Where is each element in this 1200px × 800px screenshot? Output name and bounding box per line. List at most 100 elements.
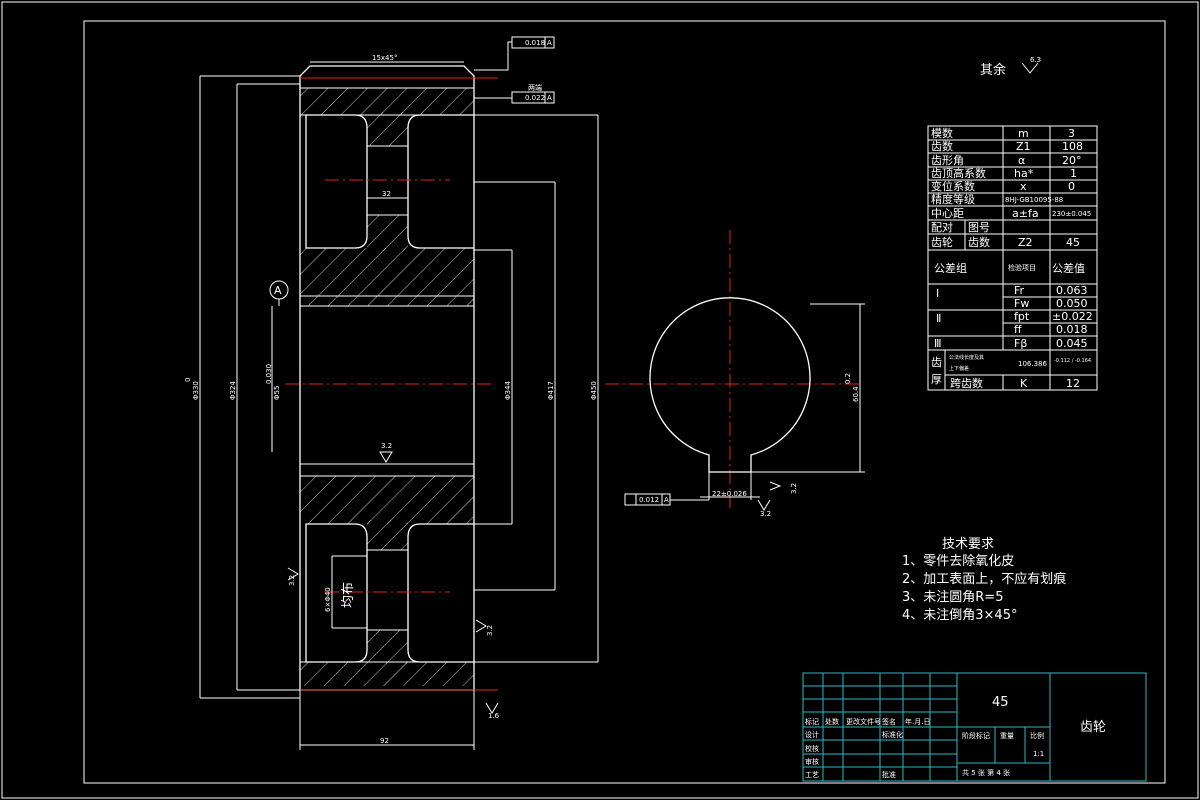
hub-view (605, 230, 865, 511)
param-sym-1: Z1 (1016, 140, 1031, 153)
roughness-bore: 3.2 (381, 442, 392, 450)
title-block: 45 齿轮 标记 处数 更改文件号 签名 年.月.日 设计 标准化 校核 审核 … (805, 695, 1106, 779)
keyway-tol: 0.012 (639, 496, 659, 504)
check-item-label: 检验项目 (1008, 263, 1036, 272)
tech-item-3: 3、未注圆角R=5 (902, 590, 1003, 605)
tol-second: 0.022 (525, 94, 545, 102)
tech-item-4: 4、未注倒角3×45° (902, 608, 1017, 623)
dim-d344: Φ344 (504, 381, 512, 400)
param-name-2: 齿形角 (931, 154, 964, 167)
roughness-other-label: 其余 (980, 62, 1006, 78)
dim-d450: Φ450 (590, 381, 598, 400)
param-name-6: 中心距 (931, 207, 964, 220)
param-val-2: 20° (1062, 154, 1082, 167)
material: 45 (992, 695, 1009, 710)
tb-marks: 标记 (805, 717, 819, 726)
group-1-val-2: 0.050 (1056, 297, 1088, 310)
dim-d417: Φ417 (547, 381, 555, 400)
thickness-value: 106.386 (1018, 360, 1047, 368)
dim-keyway-depth-sup: 0.2 (844, 373, 852, 384)
tol-second-note: 两端 (528, 83, 542, 92)
tol-value-label: 公差值 (1052, 261, 1085, 275)
keyway-rough-1: 3.2 (760, 510, 771, 518)
section-view (199, 36, 599, 750)
tb-change-doc: 更改文件号 (846, 717, 881, 726)
group-2: Ⅱ (936, 312, 941, 325)
param-sym-3: ha* (1014, 167, 1034, 180)
roughness-side: 3.2 (288, 575, 296, 586)
group-1-val-1: 0.063 (1056, 284, 1088, 297)
dim-hub-width: 32 (382, 190, 391, 198)
param-name-3: 齿顶高系数 (931, 166, 986, 180)
param-sym-4: x (1020, 180, 1027, 193)
teeth-label: 齿数 (968, 236, 990, 249)
tech-title: 技术要求 (942, 537, 994, 552)
group-label: 公差组 (934, 261, 967, 275)
dim-bore-sup: 0.030 (265, 364, 273, 384)
tb-design: 设计 (805, 730, 819, 739)
param-val-1: 108 (1062, 140, 1083, 153)
tb-count: 处数 (825, 717, 839, 726)
title-block-lines (802, 672, 1147, 782)
tol-top: 0.018 (525, 39, 545, 47)
parameter-table: 模数 m 3 齿数 Z1 108 齿形角 α 20° 齿顶高系数 ha* 1 变… (931, 127, 1093, 390)
span-value: 12 (1066, 377, 1080, 390)
roughness-bottom: 1.6 (488, 712, 500, 720)
param-sym-6: a±fa (1012, 207, 1039, 220)
dim-d324: Φ324 (229, 381, 237, 400)
tb-signature: 签名 (882, 717, 896, 726)
param-name-5: 精度等级 (931, 192, 975, 206)
dim-d330: Φ330 (192, 381, 200, 400)
tb-scale: 比例 (1030, 731, 1044, 740)
tol-top-letter: A (547, 39, 552, 47)
tech-item-1: 1、零件去除氧化皮 (902, 554, 1014, 569)
inner-frame (83, 20, 1166, 784)
tb-stage: 阶段标记 (962, 731, 990, 740)
z2-value: 45 (1066, 236, 1080, 249)
group-1-item-2: Fw (1014, 297, 1029, 310)
tb-process: 工艺 (805, 771, 819, 779)
dim-keyway-depth: 60.4 (852, 386, 860, 402)
group-2-item-2: ff (1014, 323, 1022, 336)
span-symbol: K (1020, 377, 1028, 390)
tb-approve: 批准 (882, 770, 896, 779)
thickness-label-1: 齿 (931, 356, 942, 369)
mate-label-2: 齿轮 (931, 235, 953, 249)
drawing-no-label: 图号 (968, 221, 990, 234)
roughness-right: 3.2 (486, 625, 494, 636)
param-val-4: 0 (1068, 180, 1075, 193)
tb-scale-value: 1:1 (1033, 750, 1044, 758)
tb-review: 审核 (805, 757, 819, 766)
keyway-rough-2: 3.2 (790, 483, 798, 494)
group-2-val-2: 0.018 (1056, 323, 1088, 336)
param-sym-0: m (1018, 127, 1029, 140)
thickness-sub-1: 公法线长度及其 (949, 354, 984, 361)
tb-date: 年.月.日 (905, 717, 930, 726)
group-3-item-1: Fβ (1014, 337, 1027, 350)
dim-bore: Φ55 (273, 386, 281, 400)
group-2-val-1: ±0.022 (1052, 310, 1093, 323)
mate-label: 配对 (931, 220, 953, 234)
group-3-val-1: 0.045 (1056, 337, 1088, 350)
group-1: Ⅰ (936, 287, 939, 300)
param-name-1: 齿数 (931, 140, 953, 153)
z2-label: Z2 (1018, 236, 1033, 249)
holes-label: 均布 (341, 582, 356, 608)
tb-check: 校核 (805, 744, 819, 753)
param-name-0: 模数 (931, 127, 953, 140)
tb-weight: 重量 (1000, 732, 1014, 740)
dim-bottom-width: 92 (380, 737, 389, 745)
group-2-item-1: fpt (1014, 310, 1030, 323)
dim-chamfer: 15x45° (372, 54, 397, 62)
tb-standardize: 标准化 (882, 730, 903, 739)
group-3: Ⅲ (934, 337, 942, 350)
thickness-dev: -0.112 / -0.164 (1054, 358, 1091, 364)
tol-second-letter: A (547, 94, 552, 102)
param-val-0: 3 (1068, 127, 1075, 140)
thickness-sub-2: 上下偏差 (949, 365, 969, 372)
param-val-6: 230±0.045 (1052, 210, 1091, 218)
group-1-item-1: Fr (1014, 284, 1025, 297)
param-val-3: 1 (1070, 167, 1077, 180)
parameter-table-lines (927, 125, 1098, 391)
